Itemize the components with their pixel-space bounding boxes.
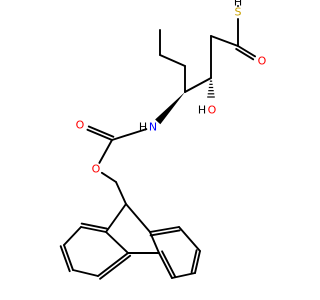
carbamate-c-o-single-bond (98, 139, 113, 164)
right-ring-bond-1-second-line (149, 229, 181, 237)
left-ring-bond-5-second-line (99, 254, 132, 280)
ester-oxygen-ch2-bond (100, 171, 117, 183)
left-ring-bond-4 (72, 269, 99, 277)
carbamate-carbonyl-oxygen-label: O (76, 119, 85, 132)
carbamate-c-o-double-bond (86, 128, 113, 141)
c3-c4-bond (184, 77, 212, 93)
right-ring-bond-5-second-line (161, 250, 177, 278)
nitrogen-carbamate-bond (111, 128, 148, 141)
atom-label-layer: S H O O H N H O O (76, 0, 267, 176)
left-ring-bond-3 (63, 244, 74, 271)
carbonyl-oxygen-label: O (258, 55, 267, 68)
thiol-sulfur-label: S (235, 6, 242, 19)
right-ring-bond-5 (158, 252, 173, 279)
amide-hydrogen-label: H (139, 121, 147, 134)
carbamate-c-o-double-bond-second-line (87, 125, 115, 138)
carbamate-ester-oxygen-label: O (92, 163, 101, 176)
hydroxyl-oxygen-label: O (208, 104, 217, 117)
thiol-hydrogen-label: H (234, 0, 242, 9)
hydroxyl-hydrogen-label: H (198, 104, 206, 117)
bond-layer (59, 5, 256, 280)
right-ring-bond-6 (149, 231, 160, 254)
c5-c6-bond (159, 54, 186, 67)
right-ring-bond-3-second-line (190, 249, 198, 274)
molecule-structure: S H O O H N H O O (59, 0, 267, 280)
left-ring-bond-3-second-line (59, 245, 71, 273)
thioacid-c-o-double-bond-second-line (235, 48, 255, 61)
left-ring-bond-6 (105, 231, 129, 254)
right-ring-bond-3 (194, 250, 201, 274)
right-ring-bond-2 (178, 226, 201, 252)
left-ring-bond-2 (63, 226, 82, 246)
c1-c2-bond (210, 35, 239, 47)
c4-nitrogen-wedge-bond (155, 92, 185, 125)
amide-nitrogen-label: N (149, 121, 157, 134)
left-ring-bond-1 (80, 226, 107, 233)
left-ring-bond-1-second-line (80, 222, 108, 230)
fluorene-c9-c8a-bond (105, 203, 127, 233)
right-ring-bond-1 (149, 226, 180, 233)
fluorene-c9-c9a-bond (125, 203, 151, 233)
thioacid-c-o-double-bond (237, 45, 256, 58)
ch2-fluorenyl-bond (115, 181, 127, 205)
right-ring-bond-4 (171, 272, 196, 279)
left-ring-bond-5 (97, 252, 129, 277)
